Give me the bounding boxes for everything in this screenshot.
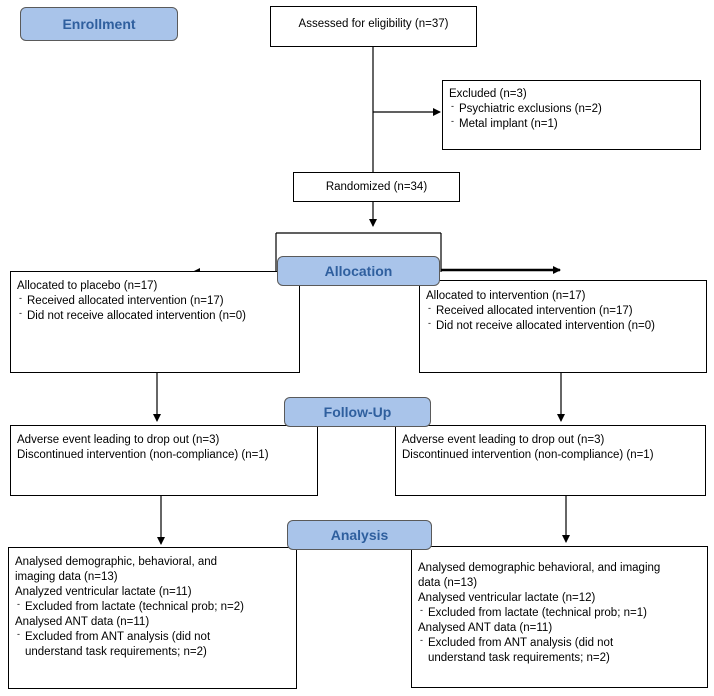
intervention-followup-line: Discontinued intervention (non-complianc… (402, 449, 654, 461)
placebo-analysis-line: Analyzed ventricular lactate (n=11) (15, 586, 192, 598)
placebo-analysis-box: Analysed demographic, behavioral, and im… (8, 547, 297, 689)
placebo-allocation-box: Allocated to placebo (n=17) Received all… (10, 271, 300, 373)
intervention-analysis-line: data (n=13) (418, 577, 478, 589)
enrollment-stage-label: Enrollment (20, 7, 178, 41)
intervention-analysis-item: Excluded from ANT analysis (did not (418, 633, 701, 651)
placebo-followup-line: Adverse event leading to drop out (n=3) (17, 434, 220, 446)
intervention-analysis-line: understand task requirements; n=2) (428, 652, 610, 664)
followup-stage-label: Follow-Up (284, 397, 431, 427)
intervention-allocation-box: Allocated to intervention (n=17) Receive… (419, 280, 707, 373)
intervention-allocation-item: Received allocated intervention (n=17) (426, 301, 700, 319)
intervention-allocation-item: Did not receive allocated intervention (… (426, 316, 700, 334)
excluded-title: Excluded (n=3) (449, 88, 527, 100)
intervention-analysis-item: Excluded from lactate (technical prob; n… (418, 603, 701, 621)
assessed-text: Assessed for eligibility (n=37) (298, 18, 449, 30)
excluded-item: Metal implant (n=1) (449, 114, 694, 132)
placebo-analysis-line: Analysed ANT data (n=11) (15, 616, 150, 628)
intervention-analysis-box: Analysed demographic behavioral, and ima… (411, 546, 708, 688)
placebo-followup-line: Discontinued intervention (non-complianc… (17, 449, 269, 461)
allocation-stage-label: Allocation (277, 256, 440, 286)
placebo-followup-box: Adverse event leading to drop out (n=3) … (10, 425, 318, 496)
placebo-analysis-line: imaging data (n=13) (15, 571, 118, 583)
intervention-followup-line: Adverse event leading to drop out (n=3) (402, 434, 605, 446)
randomized-box: Randomized (n=34) (293, 172, 460, 202)
intervention-allocation-title: Allocated to intervention (n=17) (426, 290, 586, 302)
intervention-analysis-line: Analysed ventricular lactate (n=12) (418, 592, 596, 604)
placebo-analysis-item: Excluded from ANT analysis (did not (15, 627, 290, 645)
placebo-allocation-item: Received allocated intervention (n=17) (17, 291, 293, 309)
intervention-analysis-line: Analysed ANT data (n=11) (418, 622, 553, 634)
placebo-allocation-title: Allocated to placebo (n=17) (17, 280, 158, 292)
analysis-stage-label: Analysis (287, 520, 432, 550)
placebo-analysis-item: Excluded from lactate (technical prob; n… (15, 597, 290, 615)
randomized-text: Randomized (n=34) (325, 181, 428, 193)
excluded-item: Psychiatric exclusions (n=2) (449, 99, 694, 117)
intervention-followup-box: Adverse event leading to drop out (n=3) … (395, 425, 706, 496)
intervention-analysis-line: Analysed demographic behavioral, and ima… (418, 562, 661, 574)
placebo-analysis-line: Analysed demographic, behavioral, and (15, 556, 218, 568)
excluded-box: Excluded (n=3) Psychiatric exclusions (n… (442, 80, 701, 150)
placebo-allocation-item: Did not receive allocated intervention (… (17, 306, 293, 324)
placebo-analysis-line: understand task requirements; n=2) (25, 646, 207, 658)
assessed-box: Assessed for eligibility (n=37) (270, 6, 477, 47)
